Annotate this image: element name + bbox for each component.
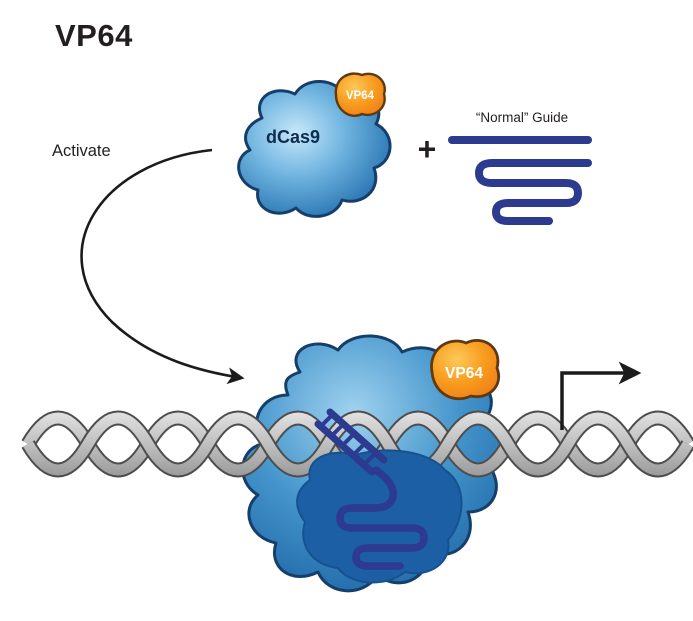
guide-rna-scaffold-bound-icon bbox=[336, 466, 428, 570]
dcas9-top-group: dCas9 VP64 bbox=[237, 72, 392, 218]
guide-dna-hybrid-icon bbox=[314, 408, 388, 476]
vp64-tag-large-label: VP64 bbox=[445, 365, 483, 382]
vp64-tag-small-blob bbox=[334, 72, 386, 117]
dcas9-label: dCas9 bbox=[266, 127, 320, 147]
vp64-tag-large-blob bbox=[430, 339, 500, 401]
activate-label: Activate bbox=[52, 142, 111, 160]
bound-complex-group: VP64 bbox=[21, 334, 693, 593]
page-title: VP64 bbox=[55, 18, 133, 53]
dna-helix bbox=[21, 410, 693, 478]
transcription-start-arrow-icon bbox=[560, 361, 642, 430]
guide-rna-scaffold-icon bbox=[475, 159, 592, 225]
hybrid-rungs bbox=[318, 412, 378, 467]
plus-sign: + bbox=[418, 131, 437, 167]
activate-curved-arrow-icon bbox=[80, 148, 245, 385]
guide-group: “Normal” Guide bbox=[448, 110, 592, 225]
dna-strand-front bbox=[23, 412, 693, 476]
vp64-tag-small-label: VP64 bbox=[346, 90, 375, 102]
guide-label: “Normal” Guide bbox=[476, 110, 568, 125]
